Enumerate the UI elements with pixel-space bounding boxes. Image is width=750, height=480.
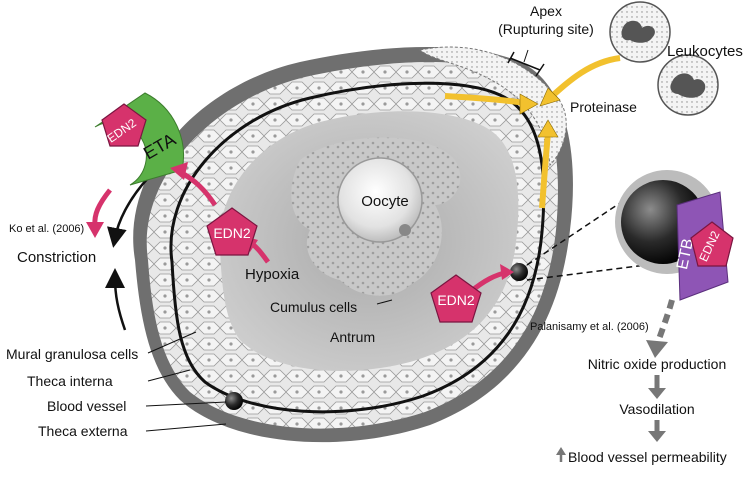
- edn2-to-vessel-arrowhead: [500, 264, 514, 280]
- leukocytes: [609, 1, 719, 116]
- mural-label: Mural granulosa cells: [6, 346, 138, 362]
- leukocyte-1-nucleus: [621, 20, 655, 43]
- etb-to-no-arrowhead: [646, 340, 668, 358]
- basement-membrane: [169, 81, 546, 414]
- etb-receptor-group: ETB EDN2: [674, 191, 734, 301]
- proteinase-arrowhead-left: [519, 93, 539, 115]
- zoom-line-top: [526, 194, 633, 266]
- cumulus-label: Cumulus cells: [270, 299, 357, 315]
- antrum-label: Antrum: [330, 329, 375, 345]
- no-production-label: Nitric oxide production: [588, 356, 727, 372]
- edn2-to-eta-arrowhead: [170, 162, 188, 180]
- blood-vessel-2: [510, 263, 528, 281]
- theca-interna-label: Theca interna: [27, 373, 113, 389]
- permeability-label: Blood vessel permeability: [568, 449, 727, 465]
- oocyte-label: Oocyte: [361, 193, 409, 210]
- eta-receptor-group: ETA EDN2: [94, 92, 184, 186]
- eta-to-constriction-arrowhead: [86, 222, 104, 238]
- proteinase-label: Proteinase: [570, 99, 637, 115]
- proteinase-arrowhead-leukocyte: [539, 87, 561, 107]
- eta-to-constriction-arrow: [92, 188, 112, 226]
- etb-to-no-arrow: [654, 299, 675, 346]
- increase-arrow-icon: [556, 447, 566, 455]
- leukocyte-2-nucleus: [670, 73, 706, 98]
- apex-label-line1: Apex: [530, 3, 562, 19]
- apex-bracket: [507, 51, 545, 77]
- palanisamy-citation: Palanisamy et al. (2006): [530, 321, 649, 333]
- oocyte-nucleus: [399, 224, 411, 236]
- proteinase-arrowhead-up: [537, 119, 559, 138]
- vasodilation-label: Vasodilation: [619, 401, 694, 417]
- no-to-vasodilation-arrowhead: [648, 388, 666, 399]
- apex-rupture-zone: [418, 46, 567, 167]
- edn2-theca: [430, 274, 482, 323]
- edn2-bound-etb: [690, 221, 734, 267]
- blood-vessel-label: Blood vessel: [47, 398, 126, 414]
- ko-citation: Ko et al. (2006): [9, 223, 84, 235]
- apex-label-line2: (Rupturing site): [498, 21, 594, 37]
- hypoxia-label: Hypoxia: [245, 266, 300, 283]
- proteinase-arrow-left: [444, 93, 526, 106]
- theca-externa-leader: [145, 423, 227, 432]
- cumulus-leader: [376, 299, 393, 305]
- proteinase-arrow-up: [539, 132, 551, 209]
- edn2-bound-eta: [101, 103, 147, 147]
- edn2-granulosa: [206, 207, 258, 256]
- blood-vessel-leader: [145, 401, 227, 407]
- theca-interna-leader: [147, 369, 191, 382]
- follicle: [133, 46, 573, 443]
- vasodilation-to-permeability-arrowhead: [648, 431, 666, 442]
- etb-label: ETB: [674, 237, 697, 271]
- apex-pointer: [523, 49, 529, 63]
- blood-vessel: [225, 392, 243, 410]
- edn2-granulosa-label: EDN2: [213, 225, 251, 241]
- leukocytes-label: Leukocytes: [667, 43, 743, 60]
- constriction-arrow-top: [107, 177, 149, 248]
- constriction-arrow-bottom: [105, 268, 127, 331]
- theca-externa-label: Theca externa: [38, 423, 128, 439]
- proteinase-arrow-leukocyte: [547, 55, 621, 101]
- edn2-theca-label: EDN2: [437, 292, 475, 308]
- mural-leader: [147, 331, 197, 354]
- constriction-label: Constriction: [17, 249, 96, 266]
- oocyte: [337, 157, 423, 243]
